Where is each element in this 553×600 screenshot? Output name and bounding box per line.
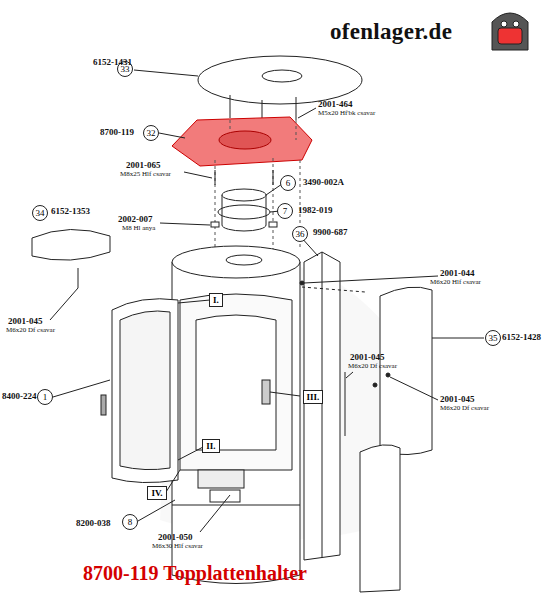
callout-text: 35 [489, 333, 498, 343]
part-number: 6152-1431 [93, 58, 132, 67]
callout-text: 6 [286, 178, 291, 188]
callout-number: 35 [485, 330, 501, 346]
part-spec: M6x20 Df csavar [440, 405, 489, 412]
callout-number: 6 [280, 175, 296, 191]
part-spec: M6x20 Hlf csavar [430, 279, 481, 286]
callout-number: 8 [122, 514, 138, 530]
part-spec: M6x20 Df csavar [348, 363, 397, 370]
brand-logo-text: ofenlager.de [330, 20, 452, 43]
callout-text: II. [206, 441, 215, 451]
callout-text: I. [213, 295, 219, 305]
part-number: 2001-045 [8, 317, 43, 326]
part-number: 8700-119 [100, 128, 134, 137]
view-marker: I. [209, 293, 223, 307]
callout-text: 32 [147, 128, 156, 138]
callout-text: 7 [283, 206, 288, 216]
part-spec: M5x20 Hf'bk csavar [318, 110, 375, 117]
part-number: 2001-044 [440, 269, 475, 278]
callout-number: 7 [277, 203, 293, 219]
part-spec: M8x25 Hlf csavar [120, 171, 171, 178]
view-marker: II. [202, 439, 219, 453]
part-number: 2002-007 [118, 215, 153, 224]
callout-text: 36 [296, 229, 305, 239]
callout-text: 1 [43, 392, 48, 402]
callout-number: 32 [143, 125, 159, 141]
part-number: 9900-687 [313, 228, 348, 237]
part-number: 3490-002A [303, 178, 344, 187]
part-number: 6152-1428 [502, 333, 541, 342]
part-number: 2001-464 [318, 100, 353, 109]
part-number: 8200-038 [76, 519, 111, 528]
part-number: 2001-050 [158, 533, 193, 542]
view-marker: III. [303, 390, 324, 404]
callout-number: 1 [37, 389, 53, 405]
callout-number: 36 [292, 226, 308, 242]
callout-text: 8 [128, 517, 133, 527]
part-number: 6152-1353 [51, 207, 90, 216]
part-number: 8400-224 [2, 392, 37, 401]
part-spec: M6x30 Hlf csavar [152, 543, 203, 550]
part-number: 2001-065 [126, 161, 161, 170]
part-spec: M6x20 Df csavar [6, 327, 55, 334]
part-number: 2001-045 [440, 395, 475, 404]
callout-number: 34 [32, 205, 48, 221]
view-marker: IV. [147, 486, 166, 500]
diagram-title: 8700-119 Topplattenhalter [83, 563, 307, 583]
callout-text: III. [307, 392, 320, 402]
part-number: 2001-045 [350, 353, 385, 362]
part-number: 1982-019 [298, 206, 333, 215]
callout-text: 34 [36, 208, 45, 218]
callout-text: IV. [151, 488, 162, 498]
part-spec: M8 Hl anya [122, 225, 155, 232]
